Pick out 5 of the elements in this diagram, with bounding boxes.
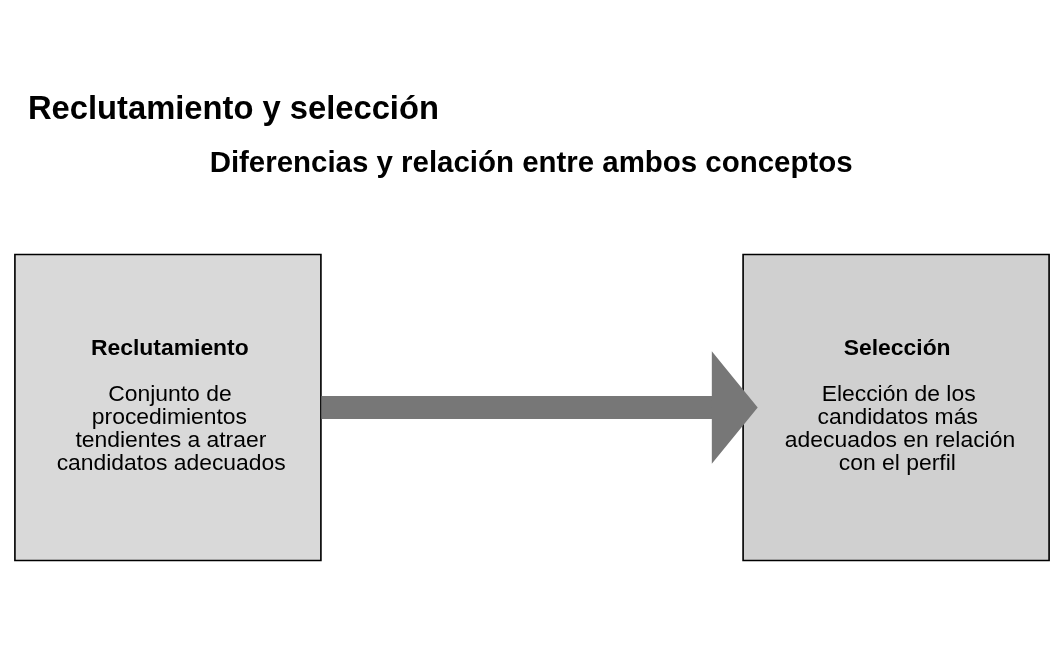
node-box: Selección Elección de los candidatos más adecuados en relación con el perfil — [742, 253, 1050, 561]
label: Diferencias y relación entre ambos conceptos — [209, 144, 853, 178]
node-box: Reclutamiento Conjunto de procedimientos tendientes a atraer candidatos adecuados — [14, 253, 322, 561]
diagram-title: Reclutamiento y selección — [28, 88, 439, 126]
arrow — [321, 350, 758, 464]
